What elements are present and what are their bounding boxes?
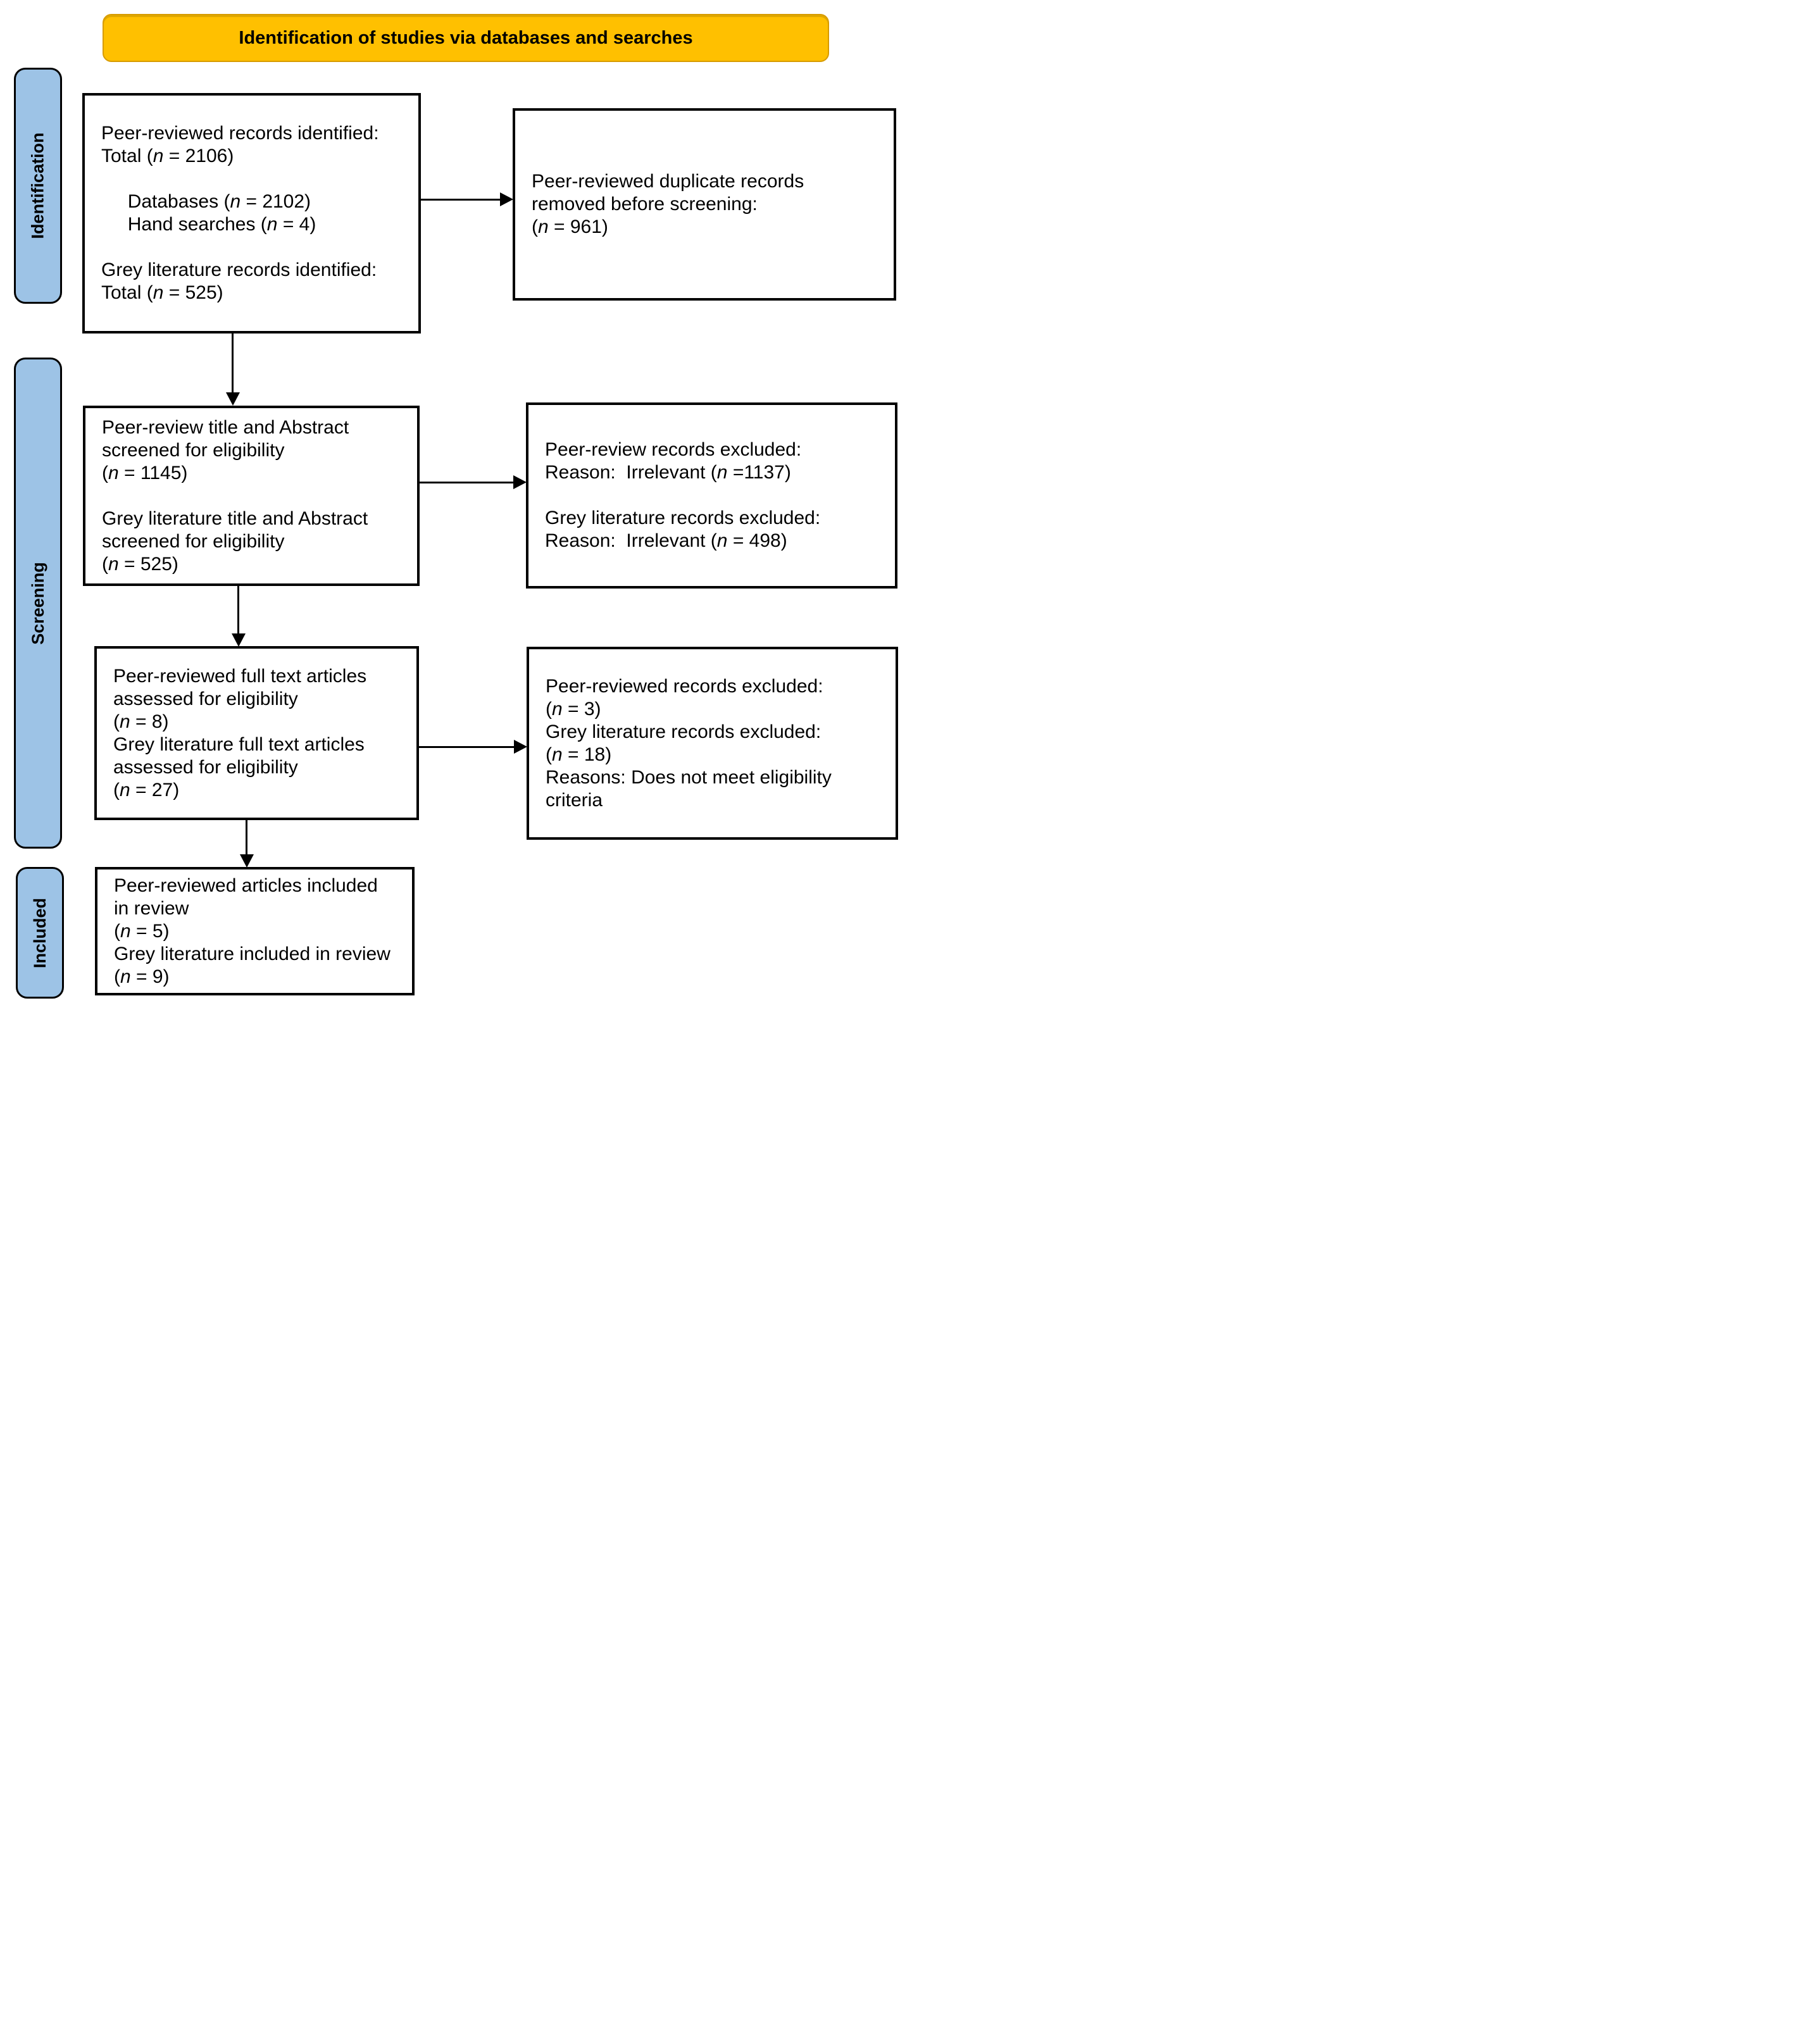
arrow-line (246, 820, 247, 856)
arrow-head-icon (240, 854, 254, 868)
arrow-head-icon (500, 192, 513, 206)
box-line: (n = 8) (113, 711, 169, 732)
stage-label-identification-text: Identification (28, 132, 47, 239)
box-line: screened for eligibility (102, 530, 285, 552)
box-line: assessed for eligibility (113, 756, 298, 778)
box-records-identified: Peer-reviewed records identified:Total (… (82, 93, 421, 333)
box-line: (n = 18) (546, 744, 612, 765)
box-line: criteria (546, 789, 603, 811)
box-line: (n = 3) (546, 698, 601, 720)
box-line: Total (n = 525) (101, 282, 223, 303)
box-line: in review (114, 897, 189, 919)
box-line: (n = 961) (532, 216, 608, 237)
stage-label-included-text: Included (30, 897, 49, 968)
stage-label-screening-text: Screening (28, 561, 47, 645)
box-line: Databases (n = 2102) (101, 191, 311, 212)
box-line: (n = 1145) (102, 462, 188, 483)
arrow-line (419, 482, 515, 483)
box-title-abstract-excluded: Peer-review records excluded:Reason: Irr… (526, 402, 897, 589)
box-line (101, 236, 413, 259)
box-line: (n = 27) (113, 779, 180, 801)
box-line: Peer-reviewed full text articles (113, 665, 367, 687)
box-line: Reason: Irrelevant (n = 498) (545, 530, 787, 551)
box-line: assessed for eligibility (113, 688, 298, 709)
diagram-title-banner: Identification of studies via databases … (103, 14, 829, 62)
arrow-line (237, 586, 239, 635)
box-line: Reason: Irrelevant (n =1137) (545, 462, 791, 483)
box-line: screened for eligibility (102, 439, 285, 461)
box-line: (n = 525) (102, 553, 178, 575)
box-line: Peer-review title and Abstract (102, 416, 349, 438)
stage-label-identification: Identification (14, 68, 62, 304)
box-line (545, 484, 890, 507)
box-line: Peer-review records excluded: (545, 439, 802, 460)
box-line: Grey literature included in review (114, 943, 391, 964)
box-line (102, 485, 412, 508)
box-line (101, 168, 413, 190)
arrow-head-icon (232, 633, 246, 647)
box-line: Grey literature title and Abstract (102, 508, 368, 529)
box-line: (n = 9) (114, 966, 170, 987)
arrow-line (418, 746, 515, 748)
box-full-text-excluded: Peer-reviewed records excluded:(n = 3)Gr… (527, 647, 898, 840)
stage-label-included: Included (16, 867, 64, 999)
arrow-head-icon (226, 392, 240, 406)
prisma-flow-diagram: Identification of studies via databases … (0, 0, 906, 1022)
box-line: Peer-reviewed articles included (114, 875, 378, 896)
box-line: Total (n = 2106) (101, 146, 234, 166)
box-line: Reasons: Does not meet eligibility (546, 766, 832, 788)
box-line: Grey literature records identified: (101, 259, 377, 280)
box-line: Grey literature full text articles (113, 733, 365, 755)
arrow-line (232, 333, 234, 394)
box-line: Grey literature records excluded: (545, 508, 821, 528)
stage-label-screening: Screening (14, 358, 62, 849)
box-line: Peer-reviewed records identified: (101, 123, 379, 144)
arrow-head-icon (514, 740, 527, 754)
box-line: Peer-reviewed records excluded: (546, 675, 823, 697)
arrow-head-icon (513, 475, 527, 489)
arrow-line (420, 199, 501, 201)
box-line: Peer-reviewed duplicate records (532, 171, 804, 192)
box-line: (n = 5) (114, 920, 170, 942)
box-line: Hand searches (n = 4) (101, 214, 316, 235)
box-line: Grey literature records excluded: (546, 721, 822, 742)
box-line: removed before screening: (532, 194, 758, 215)
